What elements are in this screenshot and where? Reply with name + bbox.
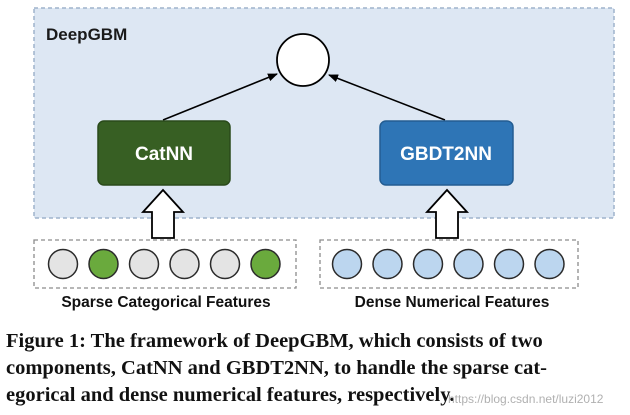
caption-line: components, CatNN and GBDT2NN, to handle… — [6, 357, 547, 379]
output-node — [276, 33, 330, 87]
sparse-feature-node — [169, 248, 200, 280]
sparse-features-label: Sparse Categorical Features — [61, 294, 270, 311]
sparse-feature-circles — [47, 248, 281, 280]
caption-line: Figure 1: The framework of DeepGBM, whic… — [6, 330, 543, 352]
left-input-arrow — [140, 188, 186, 239]
gbdt2nn-to-output-arrow — [328, 74, 446, 121]
dense-feature-node — [412, 248, 444, 280]
dense-feature-circles — [331, 248, 565, 280]
figure-caption: Figure 1: The framework of DeepGBM, whic… — [6, 328, 626, 409]
right-input-arrow — [424, 188, 470, 239]
catnn-block — [97, 120, 231, 186]
sparse-feature-node — [88, 248, 119, 280]
sparse-feature-node — [47, 248, 79, 280]
gbdt2nn-label: GBDT2NN — [400, 144, 492, 165]
catnn-to-output-arrow — [162, 73, 278, 121]
dense-feature-node — [493, 248, 525, 280]
gbdt2nn-block — [379, 120, 514, 186]
dense-feature-node — [331, 248, 363, 280]
sparse-feature-node — [209, 248, 241, 280]
deepgbm-diagram: DeepGBM CatNN GBDT2NN Sparse Categorical… — [33, 7, 615, 311]
watermark: https://blog.csdn.net/luzi2012 — [448, 392, 604, 406]
catnn-label: CatNN — [135, 144, 193, 165]
caption-line: egorical and dense numerical features, r… — [6, 384, 455, 406]
sparse-feature-node — [250, 248, 281, 280]
dense-feature-node — [534, 248, 565, 280]
dense-features-label: Dense Numerical Features — [355, 294, 550, 311]
dense-feature-node — [372, 248, 403, 280]
dense-feature-node — [453, 248, 484, 280]
sparse-feature-node — [128, 248, 160, 280]
deepgbm-label: DeepGBM — [46, 25, 127, 44]
